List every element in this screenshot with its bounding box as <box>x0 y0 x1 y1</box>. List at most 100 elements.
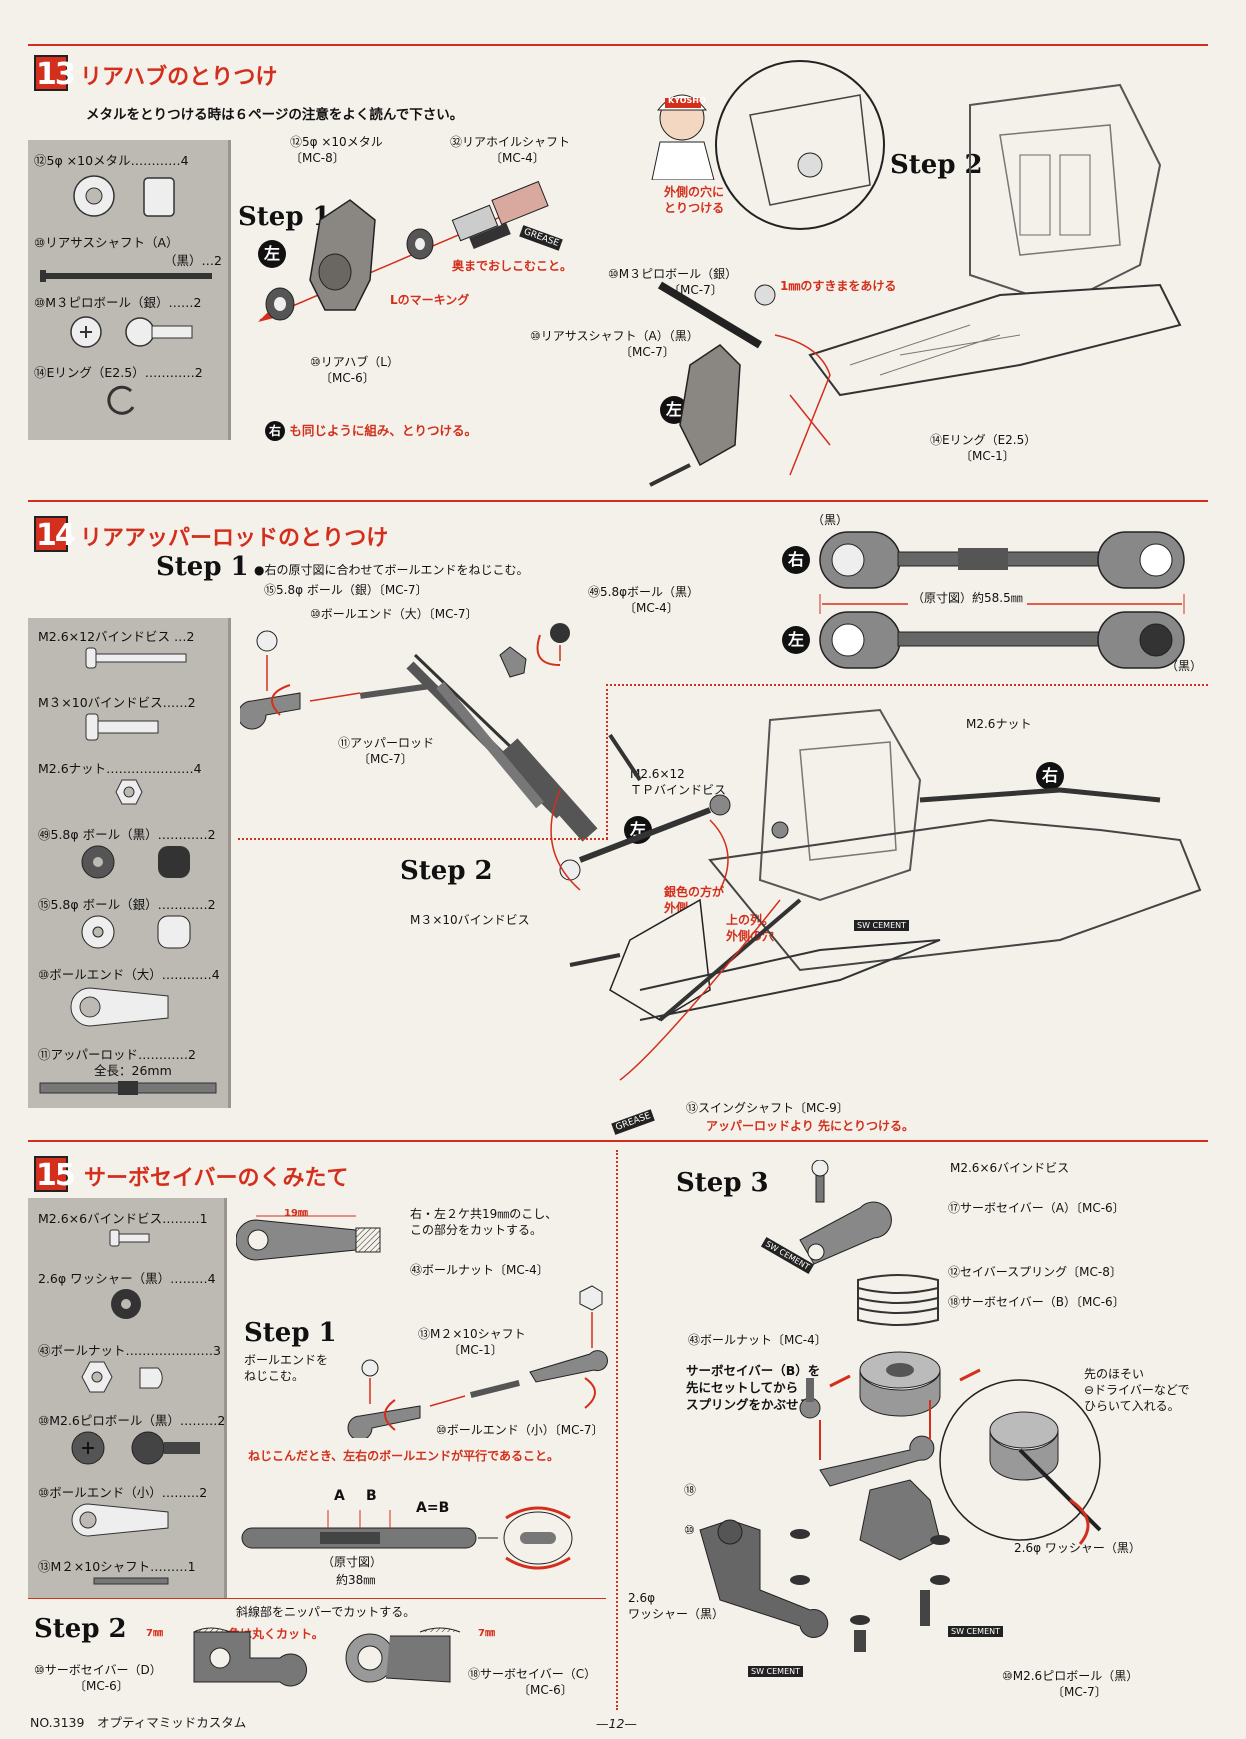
part-m3x10: M３×10バインドビス……2 <box>38 695 196 710</box>
part-susshaft: ⑩リアサスシャフト（A） <box>34 235 179 250</box>
s15-s3-ballnut-label: ㊸ボールナット〔MC-4〕 <box>688 1333 827 1347</box>
parts-panel-15: M2.6×6バインドビス………1 2.6φ ワッシャー（黒）………4 ㊸ボールナ… <box>28 1198 227 1598</box>
s15-m2shaft-label: ⑬M２×10シャフト〔MC-1〕 <box>418 1327 526 1357</box>
s13-susshaft-label: ⑩リアサスシャフト（A）（黒）〔MC-7〕 <box>530 329 699 359</box>
pillow-black-icon <box>71 1431 200 1465</box>
screw-m26x12-icon <box>85 647 187 669</box>
part-upperrod: ⑪アッパーロッド…………2 <box>38 1047 196 1062</box>
s15-s3-saverA-label: ⑰サーボセイバー（A）〔MC-6〕 <box>948 1201 1125 1215</box>
s13-gap-note: 1㎜のすきまをあける <box>780 279 897 293</box>
s15-s3-90-label: ⑩ <box>684 1523 695 1537</box>
s15-ballnut-label: ㊸ボールナット〔MC-4〕 <box>410 1263 549 1277</box>
upperrod-icon <box>39 1081 217 1095</box>
s15-step1-heading: Step 1 <box>244 1318 337 1348</box>
s14-divider-h <box>238 838 608 840</box>
part-m26x12: M2.6×12バインドビス …2 <box>38 629 195 644</box>
s15-nipper-note: 斜線部をニッパーでカットする。 <box>236 1605 416 1619</box>
s15-s3-spring-label: ⑫セイバースプリング〔MC-8〕 <box>948 1265 1122 1279</box>
s15-step3-heading: Step 3 <box>676 1168 769 1198</box>
part-m2shaft: ⑬M２×10シャフト………1 <box>38 1559 196 1574</box>
s15-screwin-note: ボールエンドをねじこむ。 <box>244 1353 329 1383</box>
s13-marking-label: Lのマーキング <box>390 293 470 307</box>
section-14-title: リアアッパーロッドのとりつけ <box>80 526 389 551</box>
s14-before-note: アッパーロッドより 先にとりつける。 <box>706 1119 915 1133</box>
fullsize-rods-drawing <box>819 531 1185 669</box>
s15-s3-washer-r: 2.6φ ワッシャー（黒） <box>1014 1541 1141 1555</box>
s14-blackball-label: ㊾5.8φボール（黒）〔MC-4〕 <box>588 585 700 615</box>
s13-wheelshaft-label: ㉜リアホイルシャフト〔MC-4〕 <box>450 135 571 165</box>
s15-step-divider <box>616 1150 618 1710</box>
s14-dimension: （原寸図）約58.5㎜ <box>908 590 1027 606</box>
s14-divider-v <box>606 684 608 839</box>
part-susshaft-qty: （黒）…2 <box>164 253 222 268</box>
s15-parallel-note: ねじこんだとき、左右のボールエンドが平行であること。 <box>248 1449 560 1463</box>
section-13-title: リアハブのとりつけ <box>80 65 278 90</box>
parts-panel-14: M2.6×12バインドビス …2 M３×10バインドビス……2 M2.6ナット…… <box>28 618 231 1108</box>
section-15-number: 15 <box>34 1156 76 1193</box>
s14-right-badge: 右 <box>782 546 810 574</box>
footer-model: NO.3139 オプティマミッドカスタム <box>30 1715 247 1730</box>
s14-step2-heading: Step 2 <box>400 856 493 886</box>
s14-ballend-label: ⑩ボールエンド（大）〔MC-7〕 <box>310 607 478 621</box>
s15-b-label: B <box>366 1488 377 1504</box>
s15-round-note: 角は丸くカット。 <box>228 1627 324 1641</box>
section-15-step2-rule <box>28 1598 606 1599</box>
part-ballend-large: ⑩ボールエンド（大）…………4 <box>38 967 220 982</box>
s14-swingshaft-label: ⑬スイングシャフト〔MC-9〕 <box>686 1101 849 1115</box>
s15-7mm-b: 7㎜ <box>478 1628 495 1639</box>
part-m26x6: M2.6×6バインドビス………1 <box>38 1211 208 1226</box>
s15-step2-heading: Step 2 <box>34 1614 127 1644</box>
s13-outer-note: 外側の穴にとりつける <box>664 185 725 215</box>
s14-step1-heading: Step 1 <box>156 552 249 582</box>
rear-chassis-drawing-14 <box>550 708 1202 1081</box>
s14-upperrod-label: ⑪アッパーロッド〔MC-7〕 <box>338 736 435 766</box>
s15-s3-saverB-label: ⑱サーボセイバー（B）〔MC-6〕 <box>948 1295 1125 1309</box>
rear-hub-exploded-drawing <box>258 180 549 322</box>
kyosho-mascot <box>651 94 715 180</box>
s14-left-badge: 左 <box>782 626 810 654</box>
section-13-number: 13 <box>34 55 76 92</box>
ering-icon <box>107 385 135 415</box>
upperrod-length: 全長：26mm <box>94 1063 172 1078</box>
s13-push-note: 奥までおしこむこと。 <box>452 259 573 273</box>
section-13-rule <box>28 44 1208 46</box>
pillowball-icon <box>70 316 193 348</box>
s14-divider-h2 <box>606 684 1208 686</box>
s15-s3-driver-note: 先のほそい⊖ドライバーなどでひらいて入れる。 <box>1084 1367 1190 1413</box>
kyosho-cap-logo: KYOSHO <box>668 96 706 105</box>
s13-metal-label: ⑫5φ ×10メタル〔MC-8〕 <box>290 135 383 165</box>
s15-smallend-label: ⑩ボールエンド（小）〔MC-7〕 <box>436 1423 604 1437</box>
blackball-icon <box>81 845 190 879</box>
m2shaft-icon <box>93 1577 169 1585</box>
ballend-cut-drawing <box>236 1215 381 1261</box>
metal-icon <box>73 175 175 217</box>
section-14-bottom-rule <box>28 1140 1208 1142</box>
small-ballend-assembly-drawing <box>347 1285 608 1438</box>
part-washer: 2.6φ ワッシャー（黒）………4 <box>38 1271 216 1286</box>
s13-ering-label: ⑭Eリング（E2.5）〔MC-1〕 <box>930 433 1037 463</box>
s15-s3-89-label: ⑱ <box>684 1483 697 1497</box>
nut-icon <box>115 779 143 805</box>
section-13-bottom-rule <box>28 500 1208 502</box>
s15-s3-bind-label: M2.6×6バインドビス <box>950 1161 1070 1175</box>
s15-s3-swcement-3: SW CEMENT <box>748 1666 803 1677</box>
washer-icon <box>111 1289 141 1319</box>
section-14-number: 14 <box>34 516 76 553</box>
s13-same-note: 右 も同じように組み、とりつける。 <box>265 420 477 441</box>
screw-m26x6-icon <box>109 1229 150 1247</box>
s14-instruction: ●右の原寸図に合わせてボールエンドをねじこむ。 <box>254 563 529 577</box>
s15-s3-note: サーボセイバー（B）を先にセットしてからスプリングをかぶせる。 <box>686 1363 824 1412</box>
s15-saverC-label: ⑱サーボセイバー（C）〔MC-6〕 <box>468 1667 597 1697</box>
s13-zoom-circle <box>715 60 885 230</box>
fullsize-servo-rod-drawing <box>241 1506 573 1570</box>
part-ering: ⑭Eリング（E2.5）…………2 <box>34 365 203 380</box>
s15-aeqb-label: A=B <box>416 1500 450 1516</box>
s13-step2-heading: Step 2 <box>890 150 983 180</box>
s15-s3-swcement-2: SW CEMENT <box>948 1626 1003 1637</box>
servo-saver-cd-drawing <box>193 1627 461 1687</box>
ballend-small-icon <box>71 1503 169 1537</box>
ballend-large-icon <box>70 987 169 1027</box>
s13-hub-label: ⑩リアハブ（L）〔MC-6〕 <box>310 355 399 385</box>
section-15-title: サーボセイバーのくみたて <box>84 1166 349 1191</box>
screw-m3x10-icon <box>85 713 159 741</box>
